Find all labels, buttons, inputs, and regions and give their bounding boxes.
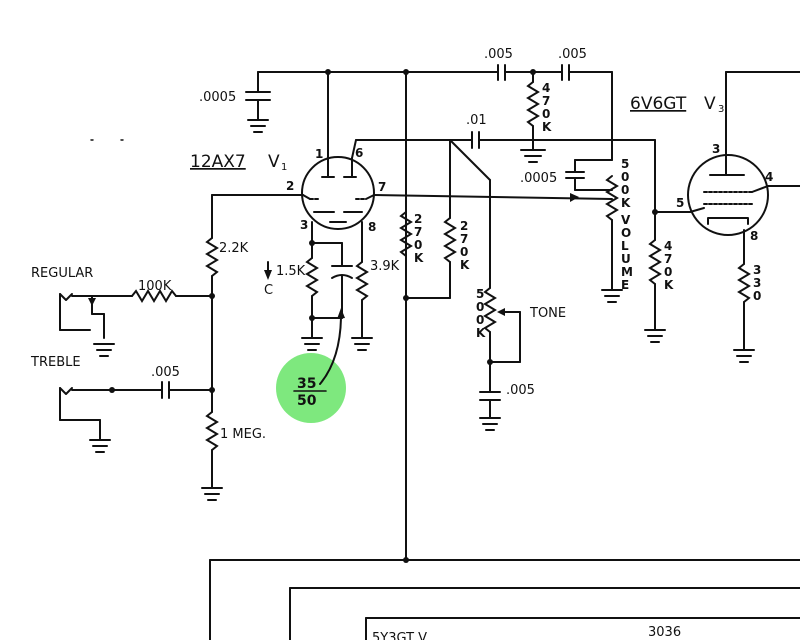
res-c-label: C: [264, 283, 273, 298]
highlight-value-bottom: 50: [297, 393, 317, 409]
cap-0005-left-label: .0005: [199, 90, 236, 105]
v3-pin-3: 3: [712, 142, 720, 156]
res-100k-label: 100K: [138, 279, 172, 294]
res-330: [733, 263, 755, 363]
tone-feed-wire: [449, 139, 491, 181]
v1-ref-sub: 1: [281, 162, 287, 173]
cap-005-top-a: [497, 64, 563, 81]
res-470k-grid-l0: 4: [664, 239, 672, 253]
res-270k-a-l3: K: [414, 251, 424, 265]
vol-l1: 0: [621, 170, 629, 184]
vol-l0: 5: [621, 157, 629, 171]
v3-ref-sub: 3: [718, 104, 724, 115]
res-470k-grid-l2: 0: [664, 265, 672, 279]
vol-l8: M: [621, 265, 633, 279]
tone-pot-l3: K: [476, 326, 486, 340]
vol-l6: L: [621, 239, 629, 253]
highlight-value-top: 35: [297, 376, 316, 392]
res-330-l0: 3: [753, 263, 761, 277]
jack-treble[interactable]: [59, 381, 215, 453]
v1-pin-8: 8: [368, 220, 376, 234]
res-270k-a-l0: 2: [414, 212, 422, 226]
tube-v1-12ax7: [301, 71, 451, 230]
res-270k-b-l1: 7: [460, 232, 468, 246]
jack-regular[interactable]: [59, 289, 215, 357]
input-treble-label: TREBLE: [30, 355, 81, 370]
res-470k-top-l3: K: [542, 120, 552, 134]
cap-005-tone-label: .005: [506, 383, 535, 398]
v1-type-label: 12AX7: [190, 152, 246, 172]
res-470k-top-l2: 0: [542, 107, 550, 121]
input-regular-label: REGULAR: [31, 266, 93, 281]
cap-005-top-a-label: .005: [484, 47, 513, 62]
v3-type-label: 6V6GT: [630, 94, 687, 114]
tone-pot-l0: 5: [476, 287, 484, 301]
vol-l3: K: [621, 196, 631, 210]
volume-pot-500k[interactable]: [601, 175, 623, 303]
v3-pin-5: 5: [676, 196, 684, 210]
power-supply-boxes: [209, 559, 800, 640]
res-270k-a-l2: 0: [414, 238, 422, 252]
cap-01: [449, 131, 656, 213]
v1-pin-1: 1: [315, 147, 323, 161]
v1-ref-label: V: [268, 152, 280, 172]
v3-pin-4: 4: [765, 170, 773, 184]
v1-pin-2: 2: [286, 179, 294, 193]
tone-pot-l2: 0: [476, 313, 484, 327]
res-470k-top: [520, 71, 546, 163]
res-1meg-label: 1 MEG.: [220, 427, 266, 442]
res-270k-b-l3: K: [460, 258, 470, 272]
v1-pin-7: 7: [378, 180, 386, 194]
res-330-l1: 3: [753, 276, 761, 290]
cap-005-top-b-label: .005: [558, 47, 587, 62]
v1-pin-6: 6: [355, 146, 363, 160]
v3-ref-label: V: [704, 94, 716, 114]
tube-v3-6v6gt: [687, 71, 800, 265]
cap-0005-left: [245, 71, 499, 133]
res-270k-a: [399, 211, 413, 257]
rectifier-label: 5Y3GT V: [372, 631, 427, 640]
cap-0005-mid: [565, 159, 613, 191]
cap-005-treble-label: .005: [151, 365, 180, 380]
res-470k-grid-l3: K: [664, 278, 674, 292]
res-39k-label: 3.9K: [370, 259, 400, 274]
cap-005-top-b: [561, 64, 613, 161]
vol-l9: E: [621, 278, 629, 292]
tone-pot-l1: 0: [476, 300, 484, 314]
tone-pot-500k[interactable]: [479, 287, 521, 431]
res-470k-top-l0: 4: [542, 81, 550, 95]
vol-l7: U: [621, 252, 631, 266]
res-270k-b-l0: 2: [460, 219, 468, 233]
res-270k-b-l2: 0: [460, 245, 468, 259]
res-22k-label: 2.2K: [219, 241, 249, 256]
highlight-leader: [319, 317, 342, 385]
res-470k-grid-l1: 7: [664, 252, 672, 266]
v1-pin-3: 3: [300, 218, 308, 232]
tone-label: TONE: [529, 306, 566, 321]
res-1meg: [201, 411, 223, 501]
res-330-l2: 0: [753, 289, 761, 303]
cathode-network: [264, 221, 373, 351]
res-470k-grid: [644, 209, 691, 343]
res-270k-b: [405, 139, 457, 299]
res-270k-a-l1: 7: [414, 225, 422, 239]
v3-pin-8: 8: [750, 229, 758, 243]
vol-l5: O: [621, 226, 631, 240]
vol-l2: 0: [621, 183, 629, 197]
cap-0005-mid-label: .0005: [520, 171, 557, 186]
part-number: 3036: [648, 625, 681, 640]
res-15k-label: 1.5K: [276, 264, 306, 279]
cap-01-label: .01: [466, 113, 487, 128]
res-470k-top-l1: 7: [542, 94, 550, 108]
vol-l4: V: [621, 213, 631, 227]
